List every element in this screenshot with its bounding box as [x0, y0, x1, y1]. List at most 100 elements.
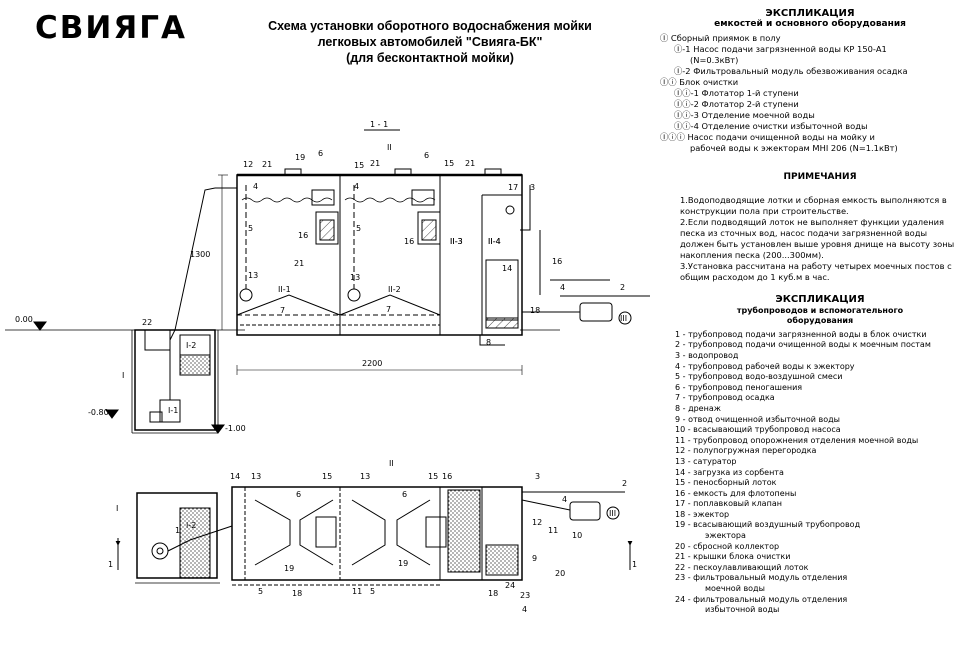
equipment-item: Ⓘ Сборный приямок в полу: [660, 33, 781, 43]
section-callout: 21: [370, 159, 380, 168]
piping-item: 2 - трубопровод подачи очищенной воды к …: [675, 340, 931, 350]
section-callout: 4: [354, 182, 359, 191]
section-callout: 7: [280, 306, 285, 315]
legend-heading: ЭКСПЛИКАЦИЯ: [775, 294, 865, 305]
plan-callout: 4: [522, 605, 527, 614]
plan-callout: 11: [548, 526, 558, 535]
piping-item: эжектора: [705, 531, 746, 541]
equipment-item: Ⓘ-2 Фильтровальный модуль обезвоживания …: [674, 66, 908, 76]
pump-mark-plan: III: [609, 509, 616, 518]
plan-callout: 6: [402, 490, 407, 499]
dimension-height: 1300: [190, 250, 210, 259]
section-callout: 22: [142, 318, 152, 327]
level-pit: -0.80: [88, 408, 109, 417]
section-callout: 6: [424, 151, 429, 160]
piping-item: 24 - фильтровальный модуль отделения: [675, 594, 848, 604]
piping-item: 1 - трубопровод подачи загрязненной воды…: [675, 329, 927, 339]
plan-callout: 16: [442, 472, 452, 481]
plan-callout: 20: [555, 569, 565, 578]
note-item: 1.Водоподводящие лотки и сборная емкость…: [680, 195, 947, 216]
plan-callout: 19: [284, 564, 294, 573]
section-callout: 19: [295, 153, 305, 162]
brand-logo: СВИЯГА: [35, 10, 187, 46]
section-number: II: [387, 143, 392, 152]
pit-mark: I: [122, 371, 124, 380]
section-callout: 8: [486, 338, 491, 347]
section-callout: 12: [243, 160, 253, 169]
chamber-flot1: II-1: [278, 285, 291, 294]
piping-item: 23 - фильтровальный модуль отделения: [675, 573, 848, 583]
piping-item: 7 - трубопровод осадка: [675, 393, 775, 403]
plan-callout: 1: [175, 526, 180, 535]
section-callout: 6: [318, 149, 323, 158]
plan-callout: 2: [622, 479, 627, 488]
piping-item: 9 - отвод очищенной избыточной воды: [675, 414, 840, 424]
plan-callout: 10: [572, 531, 582, 540]
section-callout: 7: [386, 305, 391, 314]
section-callout: 16: [404, 237, 414, 246]
chamber-wash: II-3: [450, 237, 463, 246]
equipment-item: Ⓘⓘ-1 Флотатор 1-й ступени: [674, 88, 799, 98]
section-callout: 21: [262, 160, 272, 169]
piping-item: 19 - всасывающий воздушный трубопровод: [675, 520, 861, 530]
section-callout: 21: [465, 159, 475, 168]
plan-callout: 18: [292, 589, 302, 598]
piping-item: 14 - загрузка из сорбента: [675, 467, 784, 477]
section-label: 1 - 1: [370, 120, 388, 129]
plan-callout: 12: [532, 518, 542, 527]
equipment-item: Ⓘⓘ-2 Флотатор 2-й ступени: [674, 99, 799, 109]
pump-mark: III: [620, 314, 627, 323]
piping-item: 20 - сбросной коллектор: [675, 541, 780, 551]
equipment-item: (N=0.3кВт): [690, 55, 739, 65]
piping-item: 4 - трубопровод рабочей воды к эжектору: [675, 361, 855, 371]
section-callout: 21: [294, 259, 304, 268]
section-callout: 18: [530, 306, 540, 315]
equipment-item: Ⓘⓘ Блок очистки: [660, 77, 739, 87]
piping-item: избыточной воды: [705, 605, 780, 615]
section-callout: 4: [560, 283, 565, 292]
section-callout: 5: [356, 224, 361, 233]
plan-callout: 19: [398, 559, 408, 568]
equipment-item: Ⓘⓘ-3 Отделение моечной воды: [674, 110, 815, 120]
plan-callout: 9: [532, 554, 537, 563]
piping-item: 17 - поплавковый клапан: [675, 499, 782, 509]
plan-callout: 13: [251, 472, 261, 481]
section-callout: 15: [354, 161, 364, 170]
note-item: 3.Установка рассчитана на работу четырех…: [680, 261, 952, 282]
title-line: (для бесконтактной мойки): [346, 51, 514, 65]
plan-callout: 15: [322, 472, 332, 481]
chamber-excess: II-4: [488, 237, 501, 246]
section-callout: 4: [253, 182, 258, 191]
equipment-item: Ⓘⓘⓘ Насос подачи очищенной воды на мойку…: [660, 132, 875, 142]
piping-item: 8 - дренаж: [675, 403, 721, 413]
plan-callout: 18: [488, 589, 498, 598]
notes-block: ПРИМЕЧАНИЯ 1.Водоподводящие лотки и сбор…: [680, 172, 960, 283]
piping-item: 18 - эжектор: [675, 509, 730, 519]
piping-item: 12 - полупогружная перегородка: [675, 446, 817, 456]
level-zero: 0.00: [15, 315, 33, 324]
chamber-pump-pit: I-1: [168, 406, 178, 415]
section-callout: II-4: [488, 237, 501, 246]
dimension-length: 2200: [362, 359, 382, 368]
section-callout: 16: [552, 257, 562, 266]
notes-heading: ПРИМЕЧАНИЯ: [783, 172, 857, 182]
section-callout: 2: [620, 283, 625, 292]
note-item: 2.Если подводящий лоток не выполняет фун…: [680, 217, 955, 260]
plan-callout: 3: [535, 472, 540, 481]
level-bottom: -1.00: [225, 424, 246, 433]
plan-callout: 5: [258, 587, 263, 596]
section-callout: 5: [248, 224, 253, 233]
section-callout: 13: [248, 271, 258, 280]
plan-callout: 15: [428, 472, 438, 481]
section-callout: 16: [298, 231, 308, 240]
piping-item: 22 - пескоулавливающий лоток: [675, 562, 809, 572]
section-callout: 3: [530, 183, 535, 192]
section-callout: 13: [350, 273, 360, 282]
piping-item: 13 - сатуратор: [675, 456, 737, 466]
piping-item: 10 - всасывающий трубопровод насоса: [675, 425, 841, 435]
notes-list: 1.Водоподводящие лотки и сборная емкость…: [680, 195, 960, 283]
section-callout: 15: [444, 159, 454, 168]
plan-callout: 5: [370, 587, 375, 596]
chamber-flot2: II-2: [388, 285, 401, 294]
piping-item: 5 - трубопровод водо-воздушной смеси: [675, 372, 843, 382]
